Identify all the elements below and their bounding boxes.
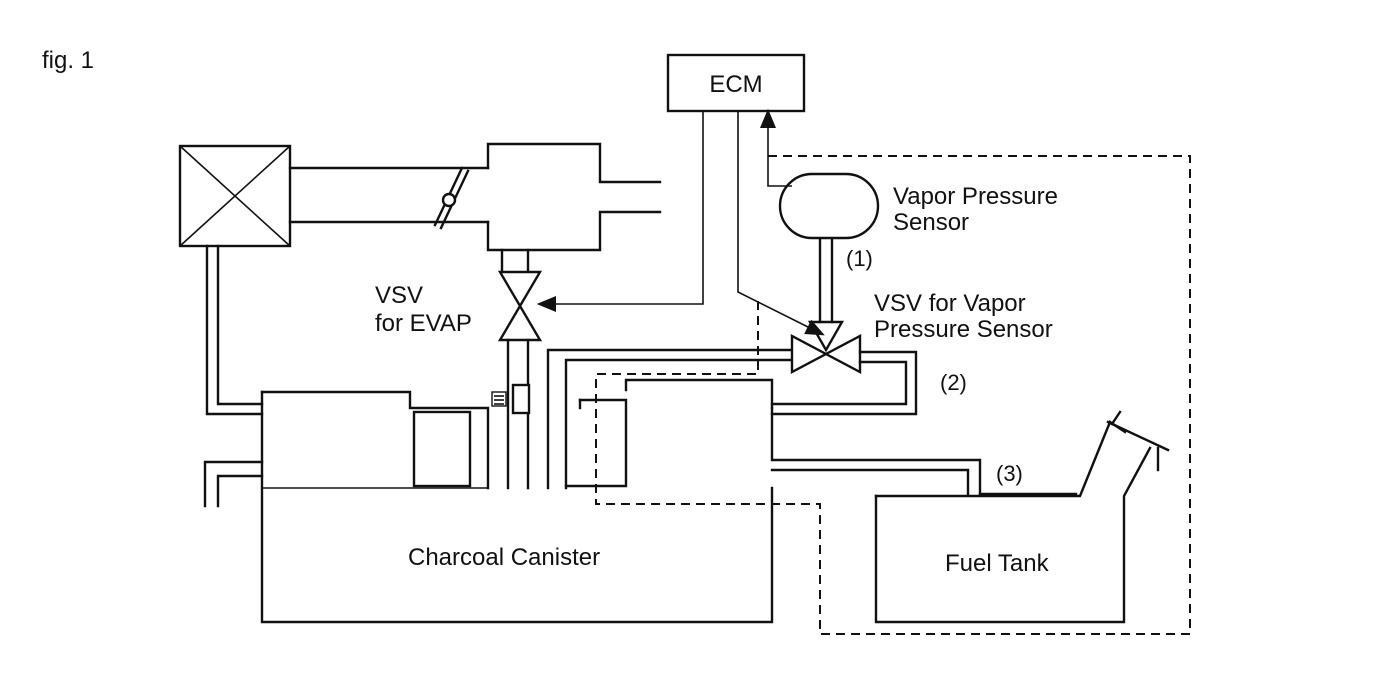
line-1-label: (1) bbox=[846, 246, 873, 271]
vsv-vapor-label-1: VSV for Vapor bbox=[874, 290, 1026, 317]
throttle-valve bbox=[433, 166, 470, 230]
vsv-evap-label-1: VSV bbox=[375, 282, 423, 309]
figure-label: fig. 1 bbox=[42, 47, 94, 74]
check-valve-icon bbox=[491, 391, 507, 407]
charcoal-canister-label: Charcoal Canister bbox=[408, 544, 600, 571]
ecm-box bbox=[666, 53, 806, 113]
ecm-label: ECM bbox=[709, 71, 762, 98]
fuel-tank bbox=[874, 410, 1170, 624]
fuel-tank-label: Fuel Tank bbox=[945, 550, 1050, 577]
dashed-boundary bbox=[595, 155, 1191, 635]
signal-lines bbox=[536, 108, 825, 336]
vsv-vapor-label-2: Pressure Sensor bbox=[874, 316, 1053, 343]
intake-pipe bbox=[288, 166, 490, 224]
vapor-pressure-sensor-label-2: Sensor bbox=[893, 209, 969, 236]
line-2-label: (2) bbox=[940, 370, 967, 395]
vsv-evap-label-2: for EVAP bbox=[375, 310, 472, 337]
air-cleaner bbox=[178, 144, 292, 248]
charcoal-canister bbox=[260, 348, 982, 624]
line-3-label: (3) bbox=[996, 461, 1023, 486]
vapor-pressure-sensor bbox=[778, 172, 880, 240]
outside-air-inlet bbox=[203, 460, 264, 508]
vsv-evap bbox=[491, 270, 543, 490]
intake-manifold bbox=[486, 142, 662, 274]
air-cleaner-vent-line bbox=[205, 244, 264, 416]
vapor-pressure-sensor-label-1: Vapor Pressure bbox=[893, 183, 1058, 210]
